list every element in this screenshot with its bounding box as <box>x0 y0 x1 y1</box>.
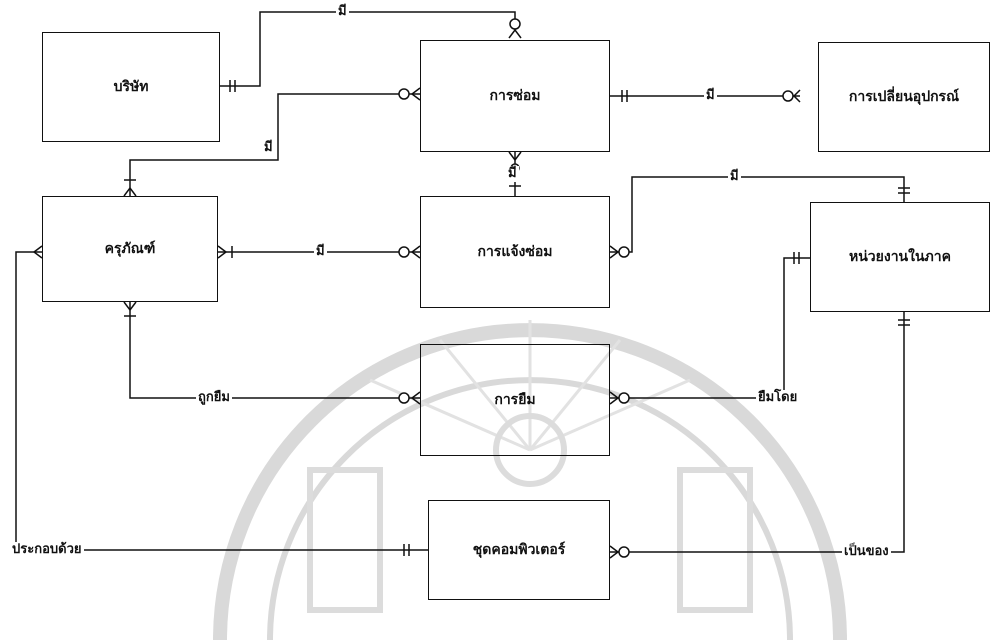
rel-composed-of: ประกอบด้วย <box>10 542 84 558</box>
entity-repair: การซ่อม <box>420 40 610 152</box>
entity-repair-request: การแจ้งซ่อม <box>420 196 610 308</box>
entity-repair-request-label: การแจ้งซ่อม <box>477 241 552 263</box>
rel-company-repair: มี <box>336 4 349 20</box>
rel-repair-replace: มี <box>704 88 717 104</box>
entity-equipment-label: ครุภัณฑ์ <box>105 238 156 260</box>
rel-borrowed-by: ยืมโดย <box>756 390 799 406</box>
entity-department-label: หน่วยงานในภาค <box>849 246 951 268</box>
entity-computer-set-label: ชุดคอมพิวเตอร์ <box>473 539 566 561</box>
rel-repair-request-link: มี <box>506 166 519 182</box>
entity-borrow: การยืม <box>420 344 610 456</box>
entity-department: หน่วยงานในภาค <box>810 202 990 312</box>
entity-borrow-label: การยืม <box>494 389 535 411</box>
rel-equipment-request: มี <box>314 244 327 260</box>
entity-replace-equipment-label: การเปลี่ยนอุปกรณ์ <box>849 86 959 108</box>
rel-request-department: มี <box>728 169 741 185</box>
rel-equipment-repair: มี <box>262 140 275 156</box>
entity-repair-label: การซ่อม <box>490 85 541 107</box>
entity-equipment: ครุภัณฑ์ <box>42 196 218 302</box>
rel-belongs-to: เป็นของ <box>842 544 891 560</box>
entity-replace-equipment: การเปลี่ยนอุปกรณ์ <box>818 42 990 152</box>
entity-company: บริษัท <box>42 32 220 142</box>
entity-company-label: บริษัท <box>114 76 149 98</box>
rel-borrowed: ถูกยืม <box>196 390 232 406</box>
entity-computer-set: ชุดคอมพิวเตอร์ <box>428 500 610 600</box>
